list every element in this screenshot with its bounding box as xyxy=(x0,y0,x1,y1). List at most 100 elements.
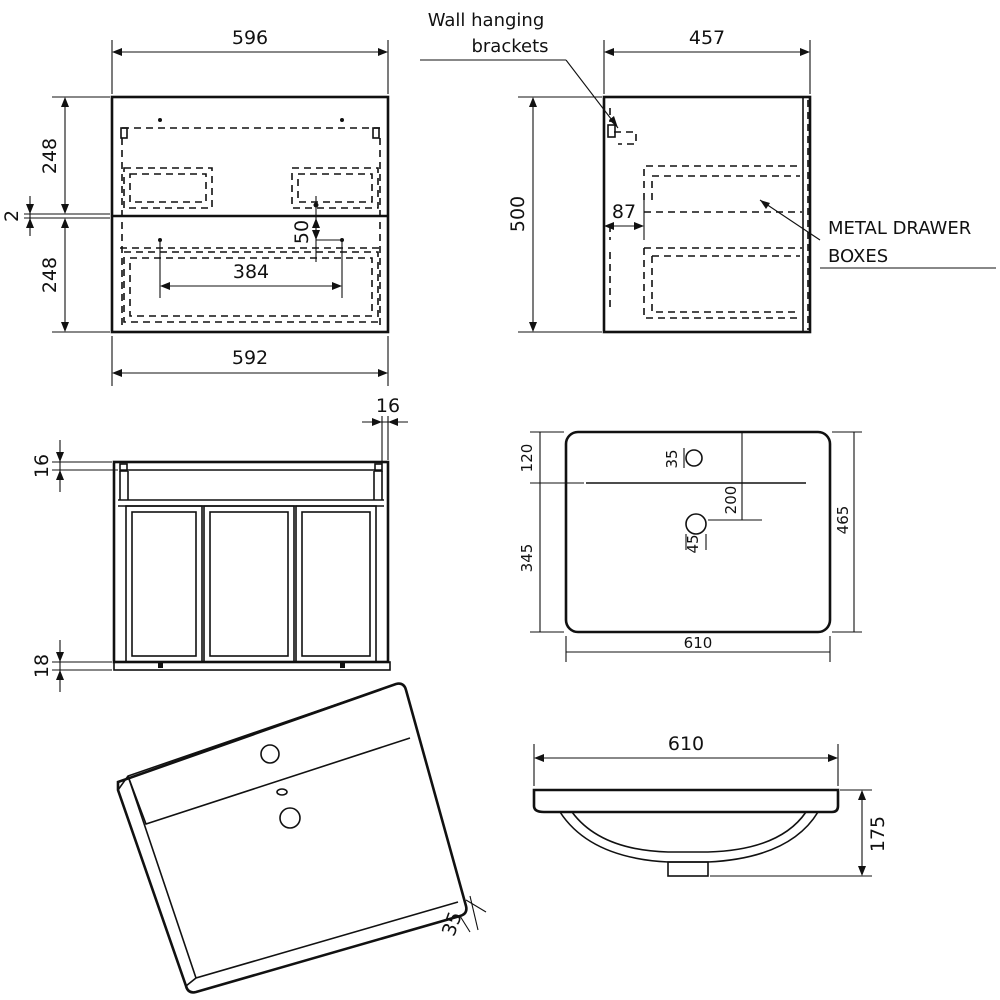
basin-iso-view: 35 xyxy=(116,682,487,994)
dim-tap-hole: 35 xyxy=(663,449,681,468)
arrow-head xyxy=(61,204,69,214)
dim-gap: 2 xyxy=(1,210,23,222)
arrow-head xyxy=(312,230,320,240)
arrow-head xyxy=(609,116,618,128)
upper-box-left-inner xyxy=(129,173,207,203)
section-box-3 xyxy=(295,505,377,663)
front-view: 384 50 596 592 248 248 xyxy=(1,27,390,386)
iso-side-edge xyxy=(127,775,197,979)
tap-hole-icon xyxy=(685,449,703,467)
arrow-head xyxy=(378,369,388,377)
dim-top-thickness: 16 xyxy=(31,454,53,478)
section-box-3-inner xyxy=(301,511,371,657)
dim-basin-width: 610 xyxy=(684,634,713,652)
label-drawer-line2: BOXES xyxy=(828,246,888,267)
drawer-box-upper-inner xyxy=(651,175,800,200)
upper-box-left xyxy=(123,167,213,209)
arrow-head xyxy=(534,754,544,762)
arrow-head xyxy=(529,322,537,332)
dim-50-dot xyxy=(313,202,319,208)
arrow-head xyxy=(312,218,320,228)
drawer-box-upper xyxy=(643,165,802,200)
section-box-2 xyxy=(203,505,295,663)
section-box-1-inner xyxy=(131,511,197,657)
basin-plan-view: 35 45 200 120 345 465 610 xyxy=(518,430,862,662)
arrow-head xyxy=(61,322,69,332)
dim-ext xyxy=(465,899,487,913)
basin-plan-outline xyxy=(564,430,832,634)
upper-box-right-inner xyxy=(297,173,373,203)
arrow-head xyxy=(56,452,64,462)
bracket-hole-icon xyxy=(340,118,344,122)
arrow-head xyxy=(388,418,398,426)
label-drawer-line1: METAL DRAWER xyxy=(828,218,971,239)
corner-block xyxy=(119,463,128,472)
basin-rim-profile xyxy=(532,788,840,814)
drawer-leader xyxy=(759,199,821,241)
dim-width-top: 596 xyxy=(232,27,268,49)
dim-basin-side-width: 610 xyxy=(668,733,704,755)
dim-height: 500 xyxy=(507,196,529,232)
upper-box-right xyxy=(291,167,379,209)
dim-handle-spacing: 384 xyxy=(233,261,269,283)
arrow-head xyxy=(56,670,64,680)
arrow-head xyxy=(529,97,537,107)
bracket-leader xyxy=(565,59,619,129)
side-view: 87 457 500 Wall hanging brackets METAL D… xyxy=(420,10,996,334)
dim-side-thickness: 16 xyxy=(376,395,400,417)
section-box-1 xyxy=(125,505,203,663)
arrow-head xyxy=(26,218,34,228)
dim-handle-offset: 50 xyxy=(291,220,313,244)
iso-basin-top xyxy=(116,682,468,994)
foot-mark xyxy=(340,662,345,668)
dim-35-line xyxy=(469,895,479,931)
section-outline xyxy=(112,460,390,664)
dim-bottom-thickness: 18 xyxy=(31,654,53,678)
bracket-left xyxy=(120,127,128,139)
arrow-head xyxy=(372,418,382,426)
arrow-head xyxy=(61,218,69,228)
dim-depth: 457 xyxy=(689,27,725,49)
arrow-head xyxy=(828,754,838,762)
arrow-head xyxy=(634,222,644,230)
corner-block xyxy=(374,463,383,472)
drawer-box-lower-inner xyxy=(651,255,800,313)
arrow-head xyxy=(56,652,64,662)
dim-tap-zone: 120 xyxy=(518,444,536,473)
handle-hole-icon xyxy=(158,238,162,242)
lower-box-inner xyxy=(129,257,373,317)
arrow-head xyxy=(332,282,342,290)
iso-tap-hole-icon xyxy=(260,744,280,764)
label-brackets-line1: Wall hanging xyxy=(428,10,545,31)
iso-waste-icon xyxy=(279,807,301,829)
arrow-head xyxy=(160,282,170,290)
dim-width-bottom: 592 xyxy=(232,347,268,369)
arrow-head xyxy=(858,790,866,800)
section-view: 16 16 18 xyxy=(31,395,408,692)
dim-front-zone: 345 xyxy=(518,544,536,573)
dim-lower-drawer: 248 xyxy=(39,257,61,293)
arrow-head xyxy=(604,222,614,230)
front-cabinet-outline xyxy=(110,95,390,334)
label-brackets-line2: brackets xyxy=(471,36,548,57)
arrow-head xyxy=(760,200,770,209)
arrow-head xyxy=(112,48,122,56)
dim-upper-drawer: 248 xyxy=(39,138,61,174)
iso-rim-line xyxy=(127,737,411,825)
dim-drawer-offset: 87 xyxy=(612,201,636,223)
waste-outlet xyxy=(667,861,709,877)
arrow-head xyxy=(112,369,122,377)
basin-side-view: 610 175 xyxy=(532,733,889,877)
dim-ext xyxy=(459,915,471,933)
arrow-head xyxy=(800,48,810,56)
arrow-head xyxy=(378,48,388,56)
dim-basin-height: 175 xyxy=(867,816,889,852)
dim-rim-thickness: 35 xyxy=(438,909,467,939)
drawer-box-lower xyxy=(643,247,802,319)
side-cabinet-outline xyxy=(602,95,812,334)
iso-overflow-icon xyxy=(276,788,288,796)
arrow-head xyxy=(56,470,64,480)
arrow-head xyxy=(61,97,69,107)
dim-waste-offset: 200 xyxy=(722,486,740,515)
